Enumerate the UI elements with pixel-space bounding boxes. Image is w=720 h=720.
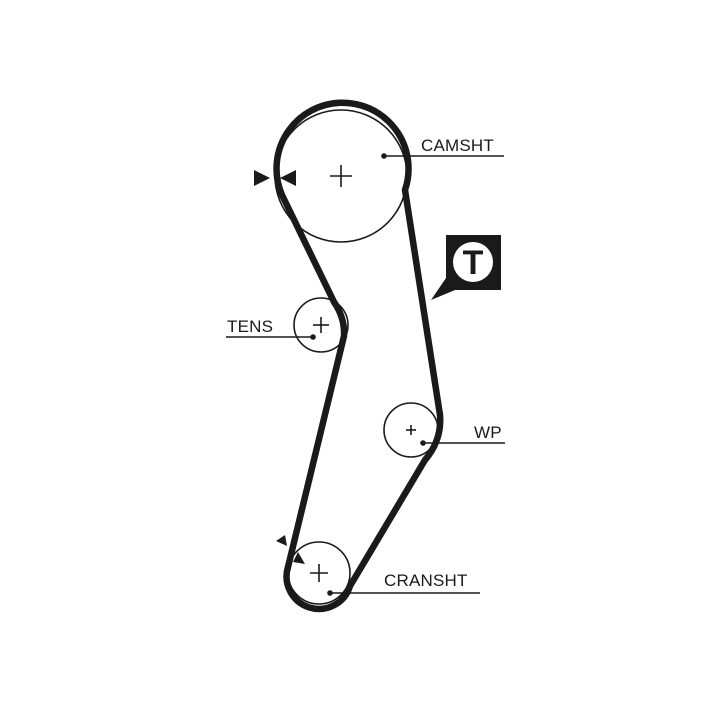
camshaft-label: CAMSHT	[421, 136, 494, 155]
crankshaft-label: CRANSHT	[384, 571, 468, 590]
camshaft-timing-mark-icon	[254, 170, 296, 186]
tensioner-label: TENS	[227, 317, 273, 336]
crankshaft-timing-mark-icon	[276, 535, 305, 564]
crankshaft-center-mark	[310, 564, 328, 582]
water-pump-label: WP	[474, 423, 502, 442]
timing-belt	[273, 99, 444, 613]
water-pump-center-mark	[406, 425, 416, 435]
special-tool-icon: T	[463, 244, 484, 282]
special-tool-badge: T	[431, 235, 501, 300]
tensioner-center-mark	[313, 317, 329, 333]
camshaft-center-mark	[330, 165, 352, 187]
tensioner-pulley	[293, 297, 349, 353]
